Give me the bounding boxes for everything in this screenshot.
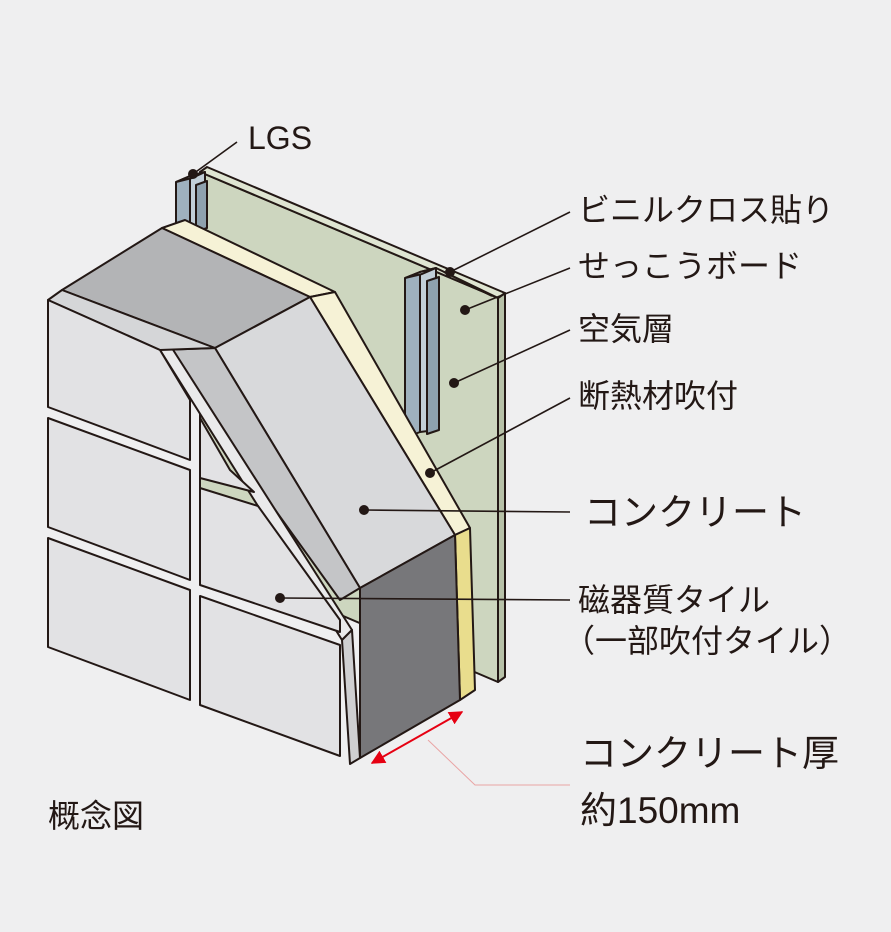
leader-concrete (363, 509, 571, 513)
leader-lgs (192, 141, 238, 175)
leader-dot (188, 169, 198, 179)
label-thickness-title: コンクリート厚 (580, 733, 839, 774)
tile-faces (47, 299, 341, 757)
leader-air-layer (453, 329, 571, 384)
label-concrete: コンクリート (584, 492, 806, 533)
label-gypsum-board: せっこうボード (578, 248, 803, 284)
label-thickness-value: 約150mm (580, 790, 741, 831)
label-insulation: 断熱材吹付 (578, 378, 739, 414)
leader-dot (275, 593, 285, 603)
leader-dot (425, 468, 435, 478)
leader-dots (188, 169, 470, 603)
leader-gypsum-board (464, 267, 571, 311)
label-vinyl-cloth: ビニルクロス貼り (578, 192, 835, 228)
leader-insulation (429, 397, 571, 474)
label-air-layer: 空気層 (578, 311, 675, 347)
lgs-stud (404, 267, 440, 439)
thickness-leader-line (427, 739, 570, 786)
leader-dot (460, 305, 470, 315)
label-lgs: LGS (248, 120, 313, 156)
caption-concept-diagram: 概念図 (48, 798, 145, 834)
leader-dot (445, 267, 455, 277)
label-tile-note: （一部吹付タイル） (563, 623, 852, 659)
leader-vinyl-cloth (449, 211, 571, 273)
label-tile: 磁器質タイル (578, 582, 771, 618)
thickness-arrow (370, 711, 464, 764)
leader-tile (279, 597, 571, 601)
leader-lines (192, 141, 571, 601)
leader-dot (359, 505, 369, 515)
leader-dot (449, 378, 459, 388)
